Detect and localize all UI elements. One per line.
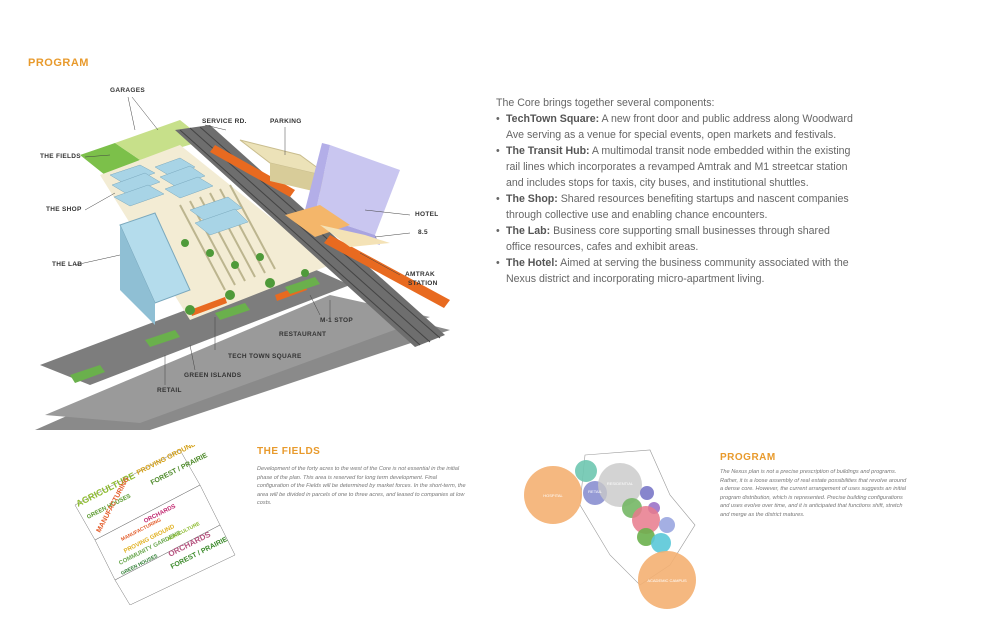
core-diagram: GARAGES SERVICE RD. PARKING THE FIELDS T…: [30, 85, 470, 435]
bubble-illustration: HOSPITAL RESIDENTIAL RETAIL ACADEMIC CAM…: [524, 449, 696, 609]
callout-the-lab: THE LAB: [52, 261, 83, 268]
bubble-hospital: HOSPITAL: [543, 493, 563, 498]
fields-illustration: AGRICULTURE GREEN HOUSES PROVING GROUND …: [74, 441, 236, 606]
bubble-residential: RESIDENTIAL: [607, 481, 634, 486]
fields-word-1: AGRICULTURE: [74, 470, 136, 508]
callout-the-fields: THE FIELDS: [40, 153, 81, 160]
fields-word-4: FOREST / PRAIRIE: [150, 452, 209, 487]
callout-parking: PARKING: [270, 118, 302, 125]
callout-retail: RETAIL: [157, 387, 182, 394]
callout-service-rd: SERVICE RD.: [202, 118, 247, 125]
callout-the-shop: THE SHOP: [46, 206, 82, 213]
axonometric-illustration: [35, 96, 450, 430]
program-intro: The Core brings together several compone…: [496, 97, 715, 109]
callout-green-islands: GREEN ISLANDS: [184, 372, 242, 379]
program-secondary-description: The Nexus plan is not a precise prescrip…: [720, 469, 907, 518]
callout-b5: 8.5: [418, 229, 428, 236]
program-item-transit-hub: The Transit Hub: A multimodal transit no…: [496, 143, 856, 191]
bubble-retail: RETAIL: [588, 489, 602, 494]
callout-garages: GARAGES: [110, 87, 145, 94]
program-item-lab: The Lab: Business core supporting small …: [496, 223, 856, 255]
program-bubble-diagram: HOSPITAL RESIDENTIAL RETAIL ACADEMIC CAM…: [520, 445, 720, 620]
fields-word-diagram: AGRICULTURE GREEN HOUSES PROVING GROUND …: [70, 441, 245, 606]
program-title: PROGRAM: [28, 57, 89, 69]
bubble-academic: ACADEMIC CAMPUS: [647, 578, 687, 583]
program-secondary-title: PROGRAM: [720, 452, 776, 463]
program-list: TechTown Square: A new front door and pu…: [496, 111, 856, 287]
callout-tech-town-square: TECH TOWN SQUARE: [228, 353, 302, 360]
program-item-techtown: TechTown Square: A new front door and pu…: [496, 111, 856, 143]
callout-station: STATION: [408, 280, 438, 287]
callout-hotel: HOTEL: [415, 211, 439, 218]
program-description: The Core brings together several compone…: [496, 95, 856, 287]
fields-title: THE FIELDS: [257, 446, 321, 457]
callout-restaurant: RESTAURANT: [279, 331, 327, 338]
program-item-shop: The Shop: Shared resources benefiting st…: [496, 191, 856, 223]
callout-amtrak: AMTRAK: [405, 271, 435, 278]
program-item-hotel: The Hotel: Aimed at serving the business…: [496, 255, 856, 287]
callout-m1-stop: M-1 STOP: [320, 317, 353, 324]
fields-description: Development of the forty acres to the we…: [257, 466, 466, 507]
